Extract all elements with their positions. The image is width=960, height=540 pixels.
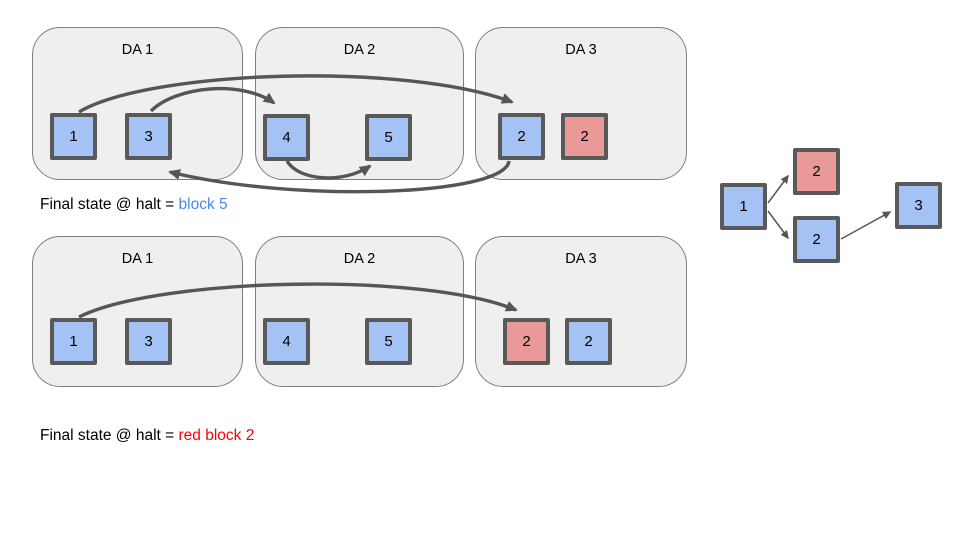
top-da2-label: DA 2 — [343, 42, 376, 58]
fork-block-2-red: 2 — [793, 148, 840, 195]
arrow-fork-1-to-red2 — [767, 174, 789, 204]
bottom-caption-prefix: Final state @ halt = — [40, 427, 179, 444]
block-label: 4 — [282, 333, 291, 350]
bottom-block-2-red: 2 — [503, 318, 550, 365]
bottom-block-4: 4 — [263, 318, 310, 365]
fork-block-1: 1 — [720, 183, 767, 230]
bottom-block-5: 5 — [365, 318, 412, 365]
bottom-da2-label: DA 2 — [343, 251, 376, 267]
block-label: 2 — [580, 128, 589, 145]
block-label: 2 — [517, 128, 526, 145]
block-label: 1 — [69, 128, 78, 145]
block-label: 1 — [69, 333, 78, 350]
top-block-5: 5 — [365, 114, 412, 161]
top-caption-result: block 5 — [178, 196, 228, 213]
top-block-3: 3 — [125, 113, 172, 160]
block-label: 5 — [384, 333, 393, 350]
top-block-1: 1 — [50, 113, 97, 160]
block-label: 3 — [914, 197, 923, 214]
bottom-block-2-blue: 2 — [565, 318, 612, 365]
arrow-fork-1-to-blue2 — [767, 210, 789, 240]
top-block-2-red: 2 — [561, 113, 608, 160]
block-label: 2 — [584, 333, 593, 350]
fork-block-2-blue: 2 — [793, 216, 840, 263]
bottom-da3-label: DA 3 — [565, 251, 597, 267]
top-block-2-blue: 2 — [498, 113, 545, 160]
block-label: 3 — [144, 128, 153, 145]
arrow-fork-blue2-to-3 — [840, 211, 892, 240]
block-label: 2 — [812, 231, 821, 248]
block-label: 2 — [522, 333, 531, 350]
bottom-caption-result: red block 2 — [178, 427, 255, 444]
bottom-da1-label: DA 1 — [121, 251, 154, 267]
block-label: 2 — [812, 163, 821, 180]
block-label: 1 — [739, 198, 748, 215]
top-block-4: 4 — [263, 114, 310, 161]
top-da1-label: DA 1 — [121, 42, 154, 58]
bottom-caption: Final state @ halt = red block 2 — [40, 427, 254, 445]
top-caption-prefix: Final state @ halt = — [40, 196, 179, 213]
top-caption: Final state @ halt = block 5 — [40, 196, 228, 214]
block-label: 4 — [282, 129, 291, 146]
fork-block-3: 3 — [895, 182, 942, 229]
bottom-block-3: 3 — [125, 318, 172, 365]
top-da3-label: DA 3 — [565, 42, 597, 58]
block-label: 3 — [144, 333, 153, 350]
block-label: 5 — [384, 129, 393, 146]
bottom-block-1: 1 — [50, 318, 97, 365]
